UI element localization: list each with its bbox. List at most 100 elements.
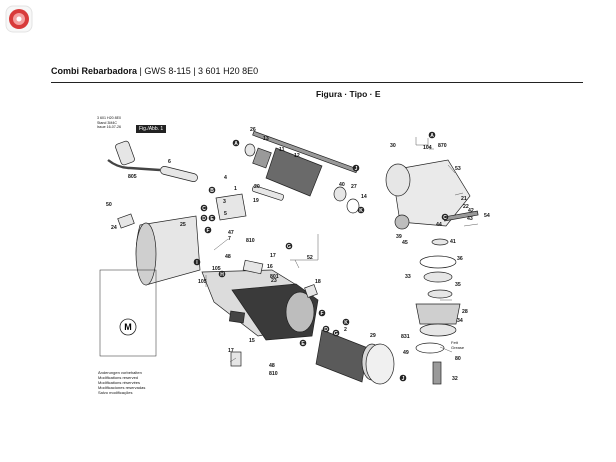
part-number-label: 810 (246, 238, 255, 244)
part-number-label: 53 (455, 166, 461, 172)
part-number-label: 27 (351, 184, 357, 190)
flange-34 (419, 323, 457, 337)
part-number-label: 24 (111, 225, 117, 231)
marker-circle (332, 329, 340, 337)
marker-letter: A (234, 141, 238, 147)
grease-note: Fett Grease (451, 340, 465, 350)
marker-circle (208, 214, 216, 222)
marker-letter: I (196, 260, 198, 266)
reference-letter-marker: K (357, 206, 365, 214)
part-number-label: 17 (228, 348, 234, 354)
motor-symbol-letter: M (124, 322, 132, 332)
marker-letter: B (210, 188, 214, 194)
part-number-label: 48 (225, 254, 231, 260)
switch-block (215, 193, 247, 221)
marker-circle (299, 339, 307, 347)
marker-circle (285, 242, 293, 250)
part-number-label: 3 (223, 199, 226, 205)
part-number-label: 40 (339, 182, 345, 188)
part-number-label: 805 (128, 174, 137, 180)
part-number-label: 33 (405, 274, 411, 280)
part-number-label: 104 (423, 145, 432, 151)
bearing-33 (423, 271, 453, 283)
marker-circle (441, 213, 449, 221)
marker-letter: F (320, 311, 323, 317)
part-number-label: 831 (401, 334, 410, 340)
reference-letter-marker: E (299, 339, 307, 347)
marker-circle (218, 270, 226, 278)
marker-circle (322, 325, 330, 333)
reference-letter-marker: E (208, 214, 216, 222)
brand-logo-icon (5, 5, 33, 33)
part-number-label: 54 (484, 213, 490, 219)
part-number-label: 19 (253, 198, 259, 204)
part-number-label: 45 (402, 240, 408, 246)
marker-letter: G (334, 331, 338, 337)
marker-circle (193, 258, 201, 266)
part-number-label: 801 (270, 274, 279, 280)
part-number-label: 80 (455, 356, 461, 362)
part-number-label: 2 (344, 327, 347, 333)
marker-letter: C (202, 206, 206, 212)
meta-line: Stand 3M4C (97, 120, 117, 125)
clamp-24 (117, 213, 135, 229)
figure-tag: Fig./Abb. 1 (136, 125, 167, 133)
part-number-label: 20 (254, 184, 260, 190)
marker-letter: D (324, 327, 328, 333)
figure-label: Figura · Tipo · E (316, 89, 381, 99)
washer-36 (419, 255, 457, 269)
marker-letter: F (206, 228, 209, 234)
bearing-front (333, 186, 347, 202)
marker-circle (232, 139, 240, 147)
part-number-label: 23 (271, 278, 277, 284)
part-number-label: 42 (468, 208, 474, 214)
part-number-label: 11 (279, 147, 285, 153)
grease-note-line: Grease (451, 344, 465, 350)
modification-notes: Änderungen vorbehalten Modifications res… (98, 370, 145, 395)
marker-letter: K (344, 320, 348, 326)
marker-letter: A (430, 133, 434, 139)
marker-circle (399, 374, 407, 382)
part-number-label: 6 (168, 159, 171, 165)
part-number-label: 810 (269, 371, 278, 377)
guard-28 (415, 303, 461, 325)
marker-circle (357, 206, 365, 214)
commutator (252, 147, 272, 169)
grease-note-line: Fett (451, 340, 458, 345)
reference-letter-marker: J (352, 164, 360, 172)
small-gear (394, 214, 410, 230)
part-number-label: 52 (307, 255, 313, 261)
motor-symbol: M (119, 318, 137, 336)
part-drawings (99, 130, 479, 385)
marker-letter: C (443, 215, 447, 221)
switch-slider (252, 185, 284, 201)
marker-letter: D (202, 216, 206, 222)
reference-letter-marker: C (441, 213, 449, 221)
reference-letter-marker: G (332, 329, 340, 337)
marker-letter: G (287, 244, 291, 250)
reference-letter-marker: H (218, 270, 226, 278)
part-number-label: 48 (269, 363, 275, 369)
part-number-label: 39 (396, 234, 402, 240)
reference-letter-marker: D (322, 325, 330, 333)
spindle-32 (432, 361, 442, 385)
marker-circle (204, 226, 212, 234)
marker-letter: J (355, 166, 358, 172)
part-number-label: 4 (224, 175, 227, 181)
marker-circle (318, 309, 326, 317)
bearing-rear (244, 143, 256, 157)
reference-letter-marker: B (208, 186, 216, 194)
marker-circle (208, 186, 216, 194)
plug (115, 140, 135, 166)
gear-head (391, 159, 471, 227)
part-number-label: 17 (270, 253, 276, 259)
part-number-label: 1 (234, 186, 237, 192)
lever-15 (230, 351, 242, 367)
part-number-label: 41 (450, 239, 456, 245)
reference-letter-marker: F (318, 309, 326, 317)
note-line: Salvo modificações (98, 390, 133, 395)
plate-23 (228, 310, 246, 324)
power-cord (107, 159, 161, 172)
